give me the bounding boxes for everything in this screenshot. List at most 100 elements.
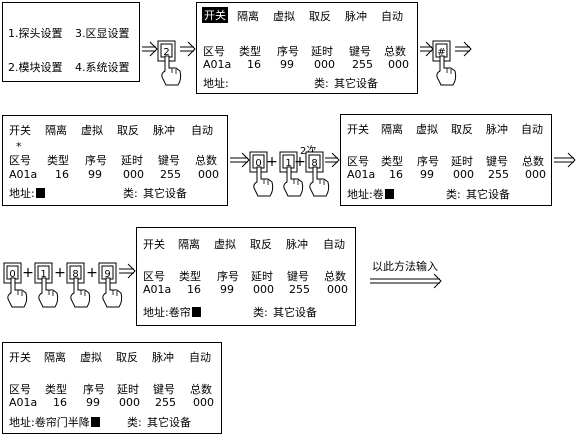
- value-delay: 000: [453, 168, 474, 181]
- address-label: 地址:卷帘: [143, 304, 201, 320]
- text-cursor: [90, 417, 100, 427]
- arrow-head-icon: [425, 41, 434, 57]
- value-zone: A01a: [9, 396, 38, 409]
- type-value: 其它设备: [273, 306, 317, 319]
- value-key: 255: [488, 168, 509, 181]
- screen-5: 开关 隔离 虚拟 取反 脉冲 自动 区号 类型 序号 延时 键号 总数 A01a…: [2, 342, 222, 434]
- plus-sign: +: [86, 265, 98, 281]
- tab-auto: 自动: [191, 124, 213, 137]
- screen-1: 开关 隔离 虚拟 取反 脉冲 自动 区号 类型 序号 延时 键号 总数 A01a…: [196, 2, 418, 94]
- header-key: 键号: [153, 383, 175, 396]
- tab-virtual: 虚拟: [80, 351, 102, 364]
- value-zone: A01a: [143, 283, 172, 296]
- value-total: 000: [525, 168, 546, 181]
- tab-virtual: 虚拟: [81, 124, 103, 137]
- tab-pulse: 脉冲: [153, 124, 175, 137]
- menu-item-module: 2.模块设置: [8, 61, 63, 74]
- value-zone: A01a: [347, 168, 376, 181]
- header-key: 键号: [349, 45, 371, 58]
- address-label: 地址:: [203, 77, 229, 90]
- arrow-head-icon: [463, 41, 472, 57]
- tab-switch: 开关: [143, 238, 165, 251]
- address-label: 地址:卷帘门半降: [9, 414, 100, 430]
- pointing-finger-icon: [7, 277, 28, 308]
- header-seq: 序号: [83, 383, 105, 396]
- value-total: 000: [193, 396, 214, 409]
- value-total: 000: [327, 283, 348, 296]
- header-seq: 序号: [85, 154, 107, 167]
- tab-virtual: 虚拟: [214, 238, 236, 251]
- finger-knuckles: [80, 290, 86, 296]
- finger-knuckles: [319, 179, 325, 185]
- tab-auto: 自动: [521, 123, 543, 136]
- key-label: 9: [104, 269, 110, 280]
- type-value: 其它设备: [466, 188, 510, 201]
- screen-4: 开关 隔离 虚拟 取反 脉冲 自动 区号 类型 序号 延时 键号 总数 A01a…: [136, 227, 356, 326]
- tab-switch: 开关: [9, 351, 31, 364]
- menu-item-zone: 3.区显设置: [75, 27, 130, 40]
- finger-knuckles: [17, 290, 23, 296]
- arrow-head-icon: [433, 273, 442, 289]
- tab-switch: 开关: [9, 124, 31, 137]
- header-delay: 延时: [117, 383, 139, 396]
- header-key: 键号: [486, 155, 508, 168]
- value-seq: 99: [86, 396, 100, 409]
- key-label: 8: [72, 269, 78, 280]
- plus-sign: +: [22, 265, 34, 281]
- value-total: 000: [198, 168, 219, 181]
- type-label: 类:: [446, 188, 461, 201]
- screen-2: 开关 隔离 虚拟 取反 脉冲 自动 * 区号 类型 序号 延时 键号 总数 A0…: [2, 115, 228, 206]
- header-key: 键号: [158, 154, 180, 167]
- type-value: 其它设备: [143, 187, 187, 200]
- tab-pulse: 脉冲: [152, 351, 174, 364]
- text-cursor: [191, 307, 201, 317]
- value-key: 255: [289, 283, 310, 296]
- arrow-head-icon: [241, 152, 250, 168]
- address-label: 地址:: [9, 185, 45, 201]
- tab-auto: 自动: [323, 238, 345, 251]
- value-key: 255: [352, 58, 373, 71]
- value-type: 16: [55, 168, 69, 181]
- value-type: 16: [187, 283, 201, 296]
- header-zone: 区号: [347, 155, 369, 168]
- pointing-finger-icon: [70, 277, 91, 308]
- value-delay: 000: [123, 168, 144, 181]
- key-label: 0: [9, 269, 15, 280]
- tab-invert: 取反: [117, 124, 139, 137]
- header-total: 总数: [324, 270, 346, 283]
- header-type: 类型: [239, 45, 261, 58]
- type-label: 类:: [123, 187, 138, 200]
- tab-pulse: 脉冲: [345, 10, 367, 23]
- tab-invert: 取反: [309, 10, 331, 23]
- arrow-head-icon: [127, 263, 136, 279]
- header-delay: 延时: [451, 155, 473, 168]
- header-delay: 延时: [251, 270, 273, 283]
- tab-isolate: 隔离: [45, 124, 67, 137]
- header-seq: 序号: [417, 155, 439, 168]
- key-label: 0: [255, 158, 261, 169]
- value-key: 255: [160, 168, 181, 181]
- header-zone: 区号: [143, 270, 165, 283]
- tab-pulse: 脉冲: [286, 238, 308, 251]
- tab-isolate: 隔离: [44, 351, 66, 364]
- key-label: 8: [311, 158, 317, 169]
- arrow-head-icon: [187, 41, 196, 57]
- value-seq: 99: [88, 168, 102, 181]
- header-total: 总数: [384, 45, 406, 58]
- header-zone: 区号: [9, 154, 31, 167]
- finger-knuckles: [263, 179, 269, 185]
- plus-sign: +: [54, 265, 66, 281]
- pointing-finger-icon: [102, 277, 123, 308]
- header-type: 类型: [179, 270, 201, 283]
- tab-switch-active: 开关: [202, 7, 228, 23]
- menu-item-probe: 1.探头设置: [8, 27, 63, 40]
- screen-3: 开关 隔离 虚拟 取反 脉冲 自动 区号 类型 序号 延时 键号 总数 A01a…: [340, 114, 552, 206]
- value-type: 16: [53, 396, 67, 409]
- arrow-head-icon: [149, 41, 158, 57]
- type-label: 类:: [127, 416, 142, 429]
- header-delay: 延时: [311, 45, 333, 58]
- header-total: 总数: [190, 383, 212, 396]
- value-delay: 000: [119, 396, 140, 409]
- value-seq: 99: [220, 283, 234, 296]
